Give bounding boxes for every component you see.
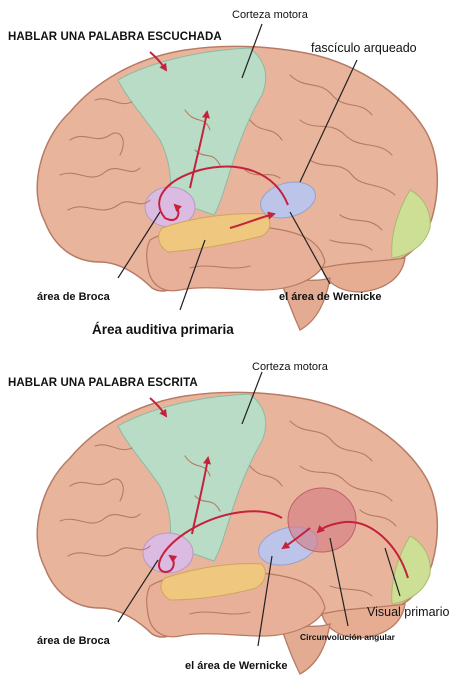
- bottom-title: HABLAR UNA PALABRA ESCRITA: [8, 378, 198, 390]
- bottom-wernicke-label: el área de Wernicke: [185, 661, 288, 672]
- top-arcuate-label: fascículo arqueado: [311, 42, 417, 55]
- top-brain: [37, 24, 437, 330]
- top-auditory-label: Área auditiva primaria: [92, 323, 234, 337]
- bottom-angular-region: [288, 488, 356, 552]
- top-broca-label: área de Broca: [37, 292, 110, 303]
- top-motor-cortex-label: Corteza motora: [232, 10, 308, 21]
- top-wernicke-label: el área de Wernicke: [279, 292, 382, 303]
- bottom-broca-label: área de Broca: [37, 636, 110, 647]
- bottom-brain: [37, 372, 437, 674]
- bottom-broca-region: [143, 533, 193, 573]
- bottom-motor-cortex-label: Corteza motora: [252, 362, 328, 373]
- bottom-angular-label: Circunvolución angular: [300, 633, 395, 642]
- top-title: HABLAR UNA PALABRA ESCUCHADA: [8, 32, 222, 44]
- bottom-visual-label: Visual primario: [367, 606, 449, 619]
